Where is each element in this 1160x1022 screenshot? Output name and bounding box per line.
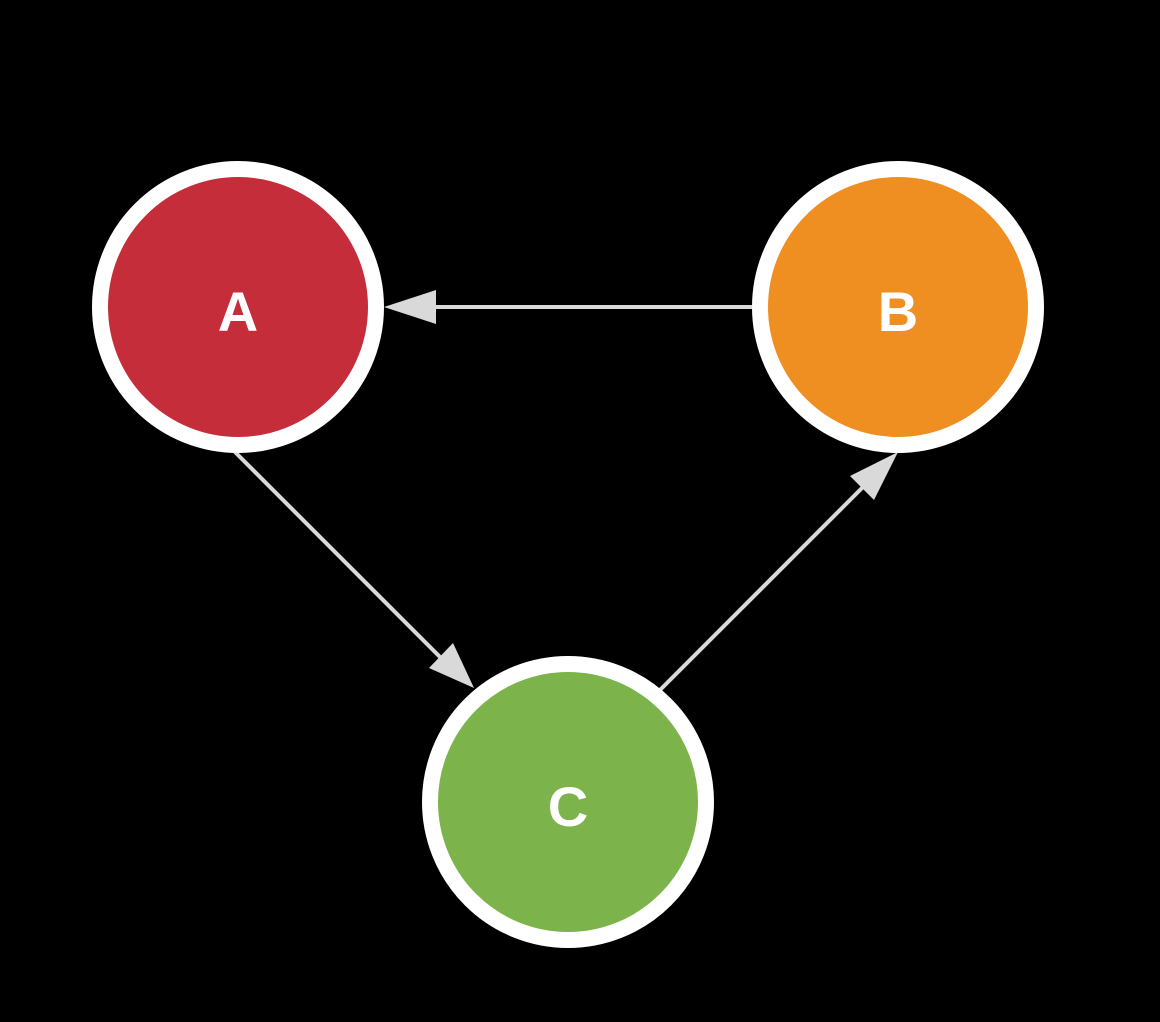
edge-line <box>658 482 868 692</box>
arrowhead-icon <box>429 643 474 688</box>
node-b-label: B <box>878 280 918 343</box>
edge-a-to-c <box>233 450 474 688</box>
edge-b-to-a <box>384 290 752 324</box>
arrowhead-icon <box>850 452 898 500</box>
node-a-ring <box>92 161 384 453</box>
node-b: B <box>752 161 1044 453</box>
edge-c-to-b <box>658 452 898 692</box>
arrowhead-icon <box>384 290 436 324</box>
node-c-ring <box>422 656 714 948</box>
node-a-circle <box>100 169 376 445</box>
node-a: A <box>92 161 384 453</box>
node-c-label: C <box>548 775 588 838</box>
node-c: C <box>422 656 714 948</box>
node-b-circle <box>760 169 1036 445</box>
node-b-ring <box>752 161 1044 453</box>
node-a-label: A <box>218 280 258 343</box>
node-c-circle <box>430 664 706 940</box>
edge-line <box>233 450 447 664</box>
